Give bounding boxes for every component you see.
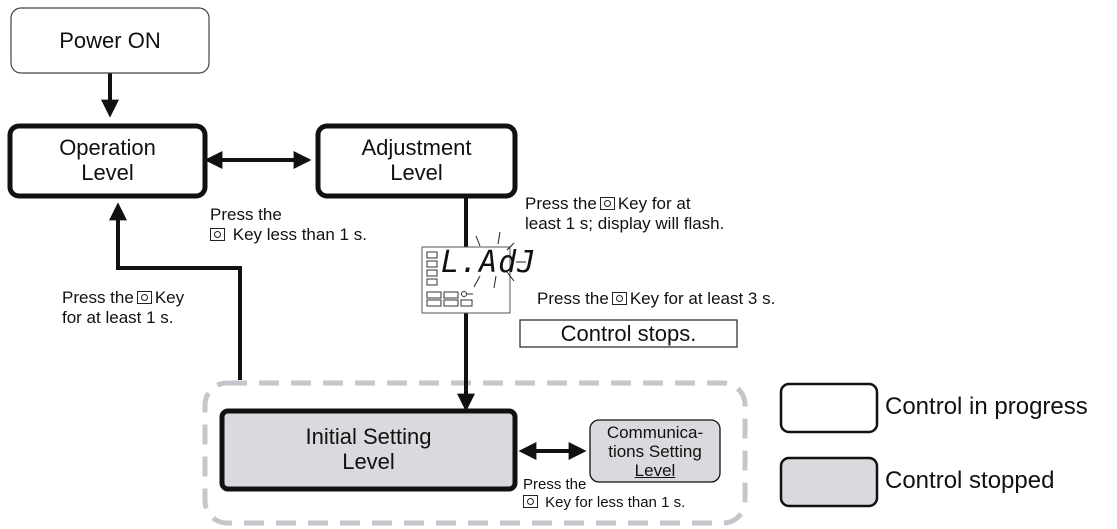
operation-level-line-1: Operation [59,135,156,160]
communications-setting-level-label: Communica- tions Setting Level [590,423,720,480]
mode-key-icon [523,495,538,508]
communications-line-3: Level [634,461,676,480]
note-to-op-line-2: for at least 1 s. [62,308,174,327]
mode-key-icon [599,197,615,210]
operation-level-box [7,123,208,199]
communications-line-2: tions Setting [608,442,702,461]
control-stops-label: Control stops. [560,321,697,346]
note-three-seconds: Press the Key for at least 3 s. [537,289,775,309]
initial-setting-line-1: Initial Setting [305,424,432,449]
note-3s-text-b: Key for at least 3 s. [629,289,776,308]
mode-key-icon [611,292,627,305]
note-flash-text-a: Press the [525,194,597,213]
adjustment-level-label: Adjustment Level [318,135,515,185]
initial-setting-level-box [219,408,518,492]
operation-level-label: Operation Level [10,135,205,185]
note-init-comm-line-2: Key for less than 1 s. [523,494,685,512]
note-to-op-line-1: Press the Key [62,288,184,308]
note-operation-adjustment: Press the Key less than 1 s. [210,205,367,245]
legend-in-progress-swatch [779,382,879,434]
arrow-initial-to-operation [109,202,242,380]
note-to-op-text-a: Press the [62,288,134,307]
lcd-display-text: L.AdJ [441,245,537,280]
power-on-label: Power ON [59,28,161,53]
communications-setting-level-box [589,419,721,483]
note-init-comm-line-1: Press the [523,476,587,493]
communications-line-1: Communica- [606,423,704,442]
note-init-comm-text: Key for less than 1 s. [545,494,686,511]
stopped-region-dashed-border [202,380,748,526]
legend-in-progress-label: Control in progress [885,393,1088,420]
note-flash: Press the Key for at least 1 s; display w… [525,194,724,234]
initial-setting-line-2: Level [342,449,395,474]
adjustment-level-line-2: Level [390,160,443,185]
note-op-adj-line-2: Key less than 1 s. [210,225,367,245]
control-stops-box [519,319,738,348]
note-flash-text-b: Key for at [617,194,691,213]
note-flash-line-1: Press the Key for at [525,194,724,214]
mode-key-icon [210,228,225,241]
legend-stopped-swatch [779,456,879,508]
legend-stopped-label: Control stopped [885,467,1055,494]
note-3s-text-a: Press the [537,289,609,308]
power-on-box [10,7,210,74]
flash-rays [473,231,526,289]
adjustment-level-box [315,123,518,199]
initial-setting-level-label: Initial Setting Level [222,424,515,474]
adjustment-level-line-1: Adjustment [361,135,472,160]
operation-level-line-2: Level [81,160,134,185]
note-op-adj-text: Key less than 1 s. [232,225,367,244]
note-to-op-text-b: Key [154,288,185,307]
note-flash-line-2: least 1 s; display will flash. [525,214,725,233]
note-to-operation: Press the Key for at least 1 s. [62,288,184,328]
note-op-adj-line-1: Press the [210,205,282,224]
note-initial-communications: Press the Key for less than 1 s. [523,476,685,512]
mode-key-icon [136,291,152,304]
